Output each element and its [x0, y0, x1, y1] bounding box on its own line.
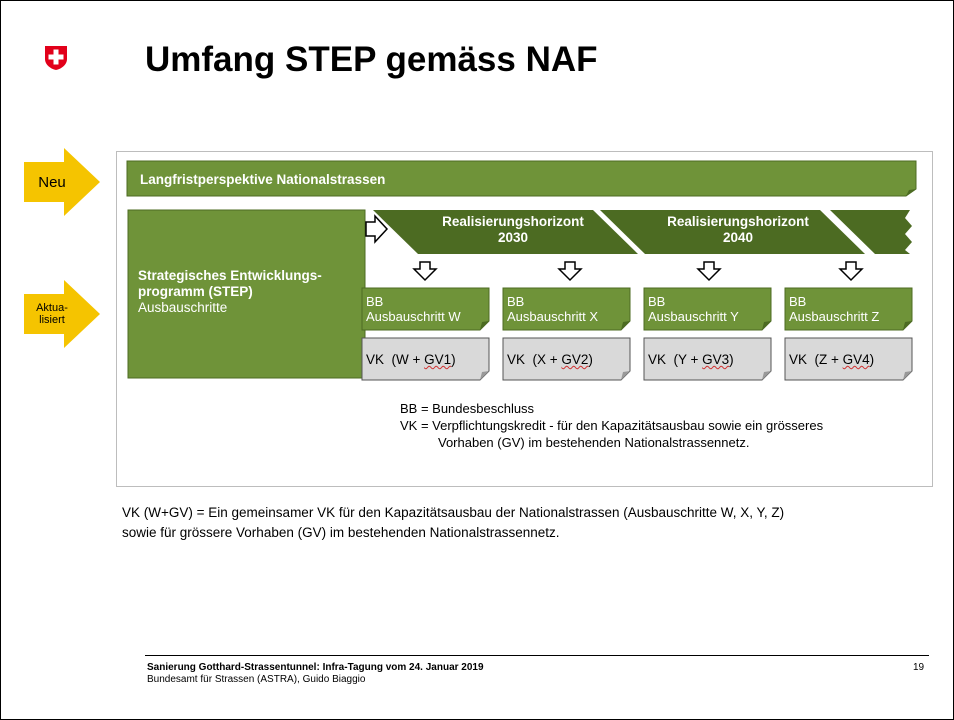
vk-box-w: VK (W + GV1): [366, 352, 456, 367]
new-arrow-label: Neu: [38, 173, 66, 191]
bb-label: BB: [366, 294, 384, 309]
legend-bb: BB = Bundesbeschluss: [400, 401, 535, 416]
horizon-2030-label: Realisierungshorizont: [442, 214, 584, 229]
step-label: Ausbauschritt X: [507, 309, 599, 324]
vk-box-z: VK (Z + GV4): [789, 352, 875, 367]
horizon-2030-year: 2030: [497, 230, 529, 245]
new-arrow-shape: [24, 148, 100, 216]
step-box-text: Strategisches Entwicklungs-programm (STE…: [138, 268, 366, 316]
footer-author: Bundesamt für Strassen (ASTRA), Guido Bi…: [147, 674, 366, 685]
horizon-2040-label: Realisierungshorizont: [667, 214, 809, 229]
bb-box-w: BB Ausbauschritt W: [366, 294, 461, 324]
horizon-2040: Realisierungshorizont 2040: [643, 214, 833, 246]
step-label: Ausbauschritt W: [366, 309, 461, 324]
bb-box-y: BB Ausbauschritt Y: [648, 294, 739, 324]
updated-arrow-shape: [24, 280, 100, 348]
vk-box-x: VK (X + GV2): [507, 352, 593, 367]
bb-label: BB: [507, 294, 525, 309]
step-title: Strategisches Entwicklungs-programm (STE…: [138, 268, 322, 299]
step-subtitle: Ausbauschritte: [138, 300, 228, 315]
bb-box-z: BB Ausbauschritt Z: [789, 294, 879, 324]
legend-vk-line1: VK = Verpflichtungskredit - für den Kapa…: [400, 418, 824, 433]
footer-divider: [145, 655, 929, 656]
horizon-2030: Realisierungshorizont 2030: [418, 214, 608, 246]
updated-arrow-label: Aktua- lisiert: [36, 302, 68, 326]
horizon-2040-year: 2040: [722, 230, 754, 245]
explanatory-note: VK (W+GV) = Ein gemeinsamer VK für den K…: [122, 503, 784, 543]
slide-title: Umfang STEP gemäss NAF: [145, 40, 598, 79]
long-term-perspective-bar: Langfristperspektive Nationalstrassen: [140, 172, 386, 187]
step-label: Ausbauschritt Z: [789, 309, 880, 324]
page-number: 19: [913, 662, 925, 673]
legend-vk-line2: Vorhaben (GV) im bestehenden Nationalstr…: [438, 435, 750, 450]
swiss-cross-logo: [45, 46, 67, 70]
step-label: Ausbauschritt Y: [648, 309, 739, 324]
bb-label: BB: [789, 294, 807, 309]
diagram-legend: BB = Bundesbeschluss VK = Verpflichtungs…: [400, 400, 823, 451]
note-line1: VK (W+GV) = Ein gemeinsamer VK für den K…: [122, 505, 785, 520]
bb-box-x: BB Ausbauschritt X: [507, 294, 598, 324]
vk-box-y: VK (Y + GV3): [648, 352, 734, 367]
bb-label: BB: [648, 294, 666, 309]
footer-event: Sanierung Gotthard-Strassentunnel: Infra…: [147, 662, 484, 673]
note-line2: sowie für grössere Vorhaben (GV) im best…: [122, 525, 560, 540]
